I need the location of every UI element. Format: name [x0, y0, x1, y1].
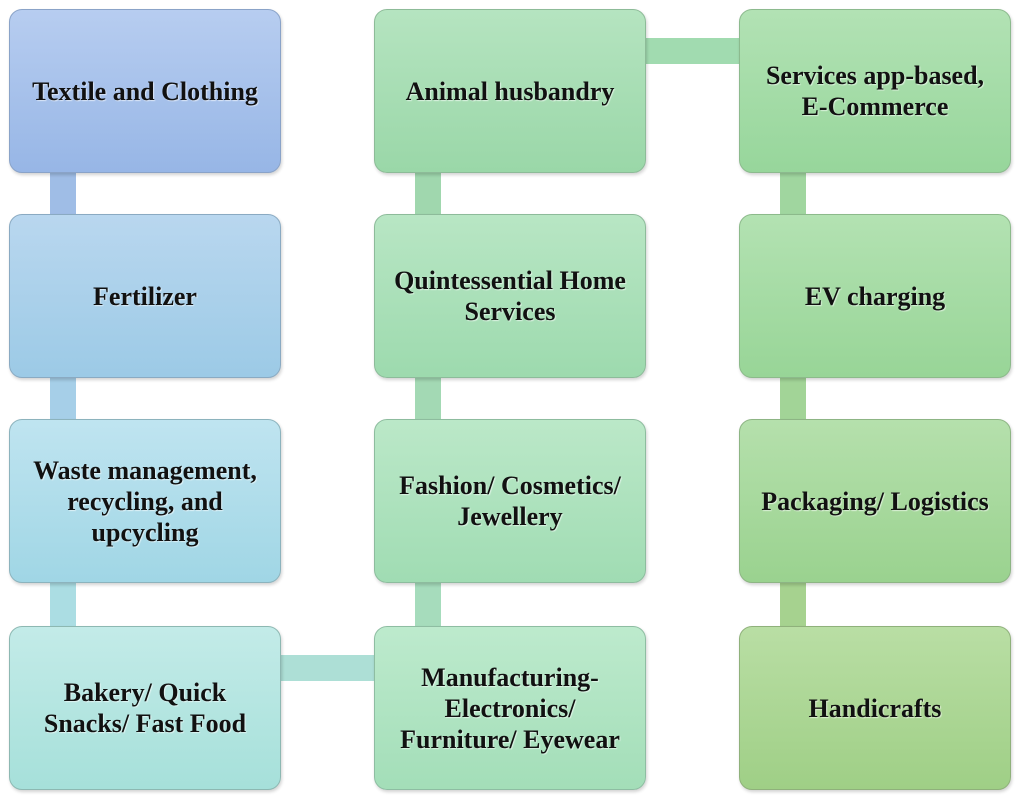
node-fertilizer: Fertilizer: [9, 214, 281, 378]
node-fashion-cosmetics: Fashion/ Cosmetics/ Jewellery: [374, 419, 646, 583]
connector-c1-3-4: [50, 580, 76, 630]
node-label: Manufacturing- Electronics/ Furniture/ E…: [400, 662, 620, 754]
node-animal-husbandry: Animal husbandry: [374, 9, 646, 173]
node-label: Fashion/ Cosmetics/ Jewellery: [399, 471, 621, 531]
node-label: EV charging: [804, 281, 946, 311]
node-bakery-snacks: Bakery/ Quick Snacks/ Fast Food: [9, 626, 281, 790]
node-label: Quintessential Home Services: [394, 266, 626, 326]
node-label: Handicrafts: [808, 693, 942, 723]
node-manufacturing: Manufacturing- Electronics/ Furniture/ E…: [374, 626, 646, 790]
connector-c3-1-2: [780, 170, 806, 220]
node-label: Fertilizer: [93, 281, 197, 311]
node-packaging-logistics: Packaging/ Logistics: [739, 419, 1011, 583]
node-label: Services app-based, E-Commerce: [765, 61, 985, 121]
node-label: Textile and Clothing: [32, 76, 258, 106]
node-label: Waste management, recycling, and upcycli…: [33, 455, 257, 547]
node-label: Packaging/ Logistics: [761, 486, 989, 516]
node-waste-management: Waste management, recycling, and upcycli…: [9, 419, 281, 583]
connector-c2-c3-top: [645, 38, 743, 64]
connector-c2-4-3: [415, 580, 441, 630]
connector-c1-c2-bottom: [280, 655, 378, 681]
connector-c3-3-4: [780, 580, 806, 630]
node-ev-charging: EV charging: [739, 214, 1011, 378]
connector-c1-2-3: [50, 375, 76, 425]
connector-c3-2-3: [780, 375, 806, 425]
node-label: Bakery/ Quick Snacks/ Fast Food: [43, 678, 247, 738]
connector-c1-1-2: [50, 170, 76, 220]
node-label: Animal husbandry: [405, 76, 615, 106]
connector-c2-2-1: [415, 170, 441, 220]
node-home-services: Quintessential Home Services: [374, 214, 646, 378]
connector-c2-3-2: [415, 375, 441, 425]
node-handicrafts: Handicrafts: [739, 626, 1011, 790]
node-services-ecommerce: Services app-based, E-Commerce: [739, 9, 1011, 173]
node-textile-clothing: Textile and Clothing: [9, 9, 281, 173]
